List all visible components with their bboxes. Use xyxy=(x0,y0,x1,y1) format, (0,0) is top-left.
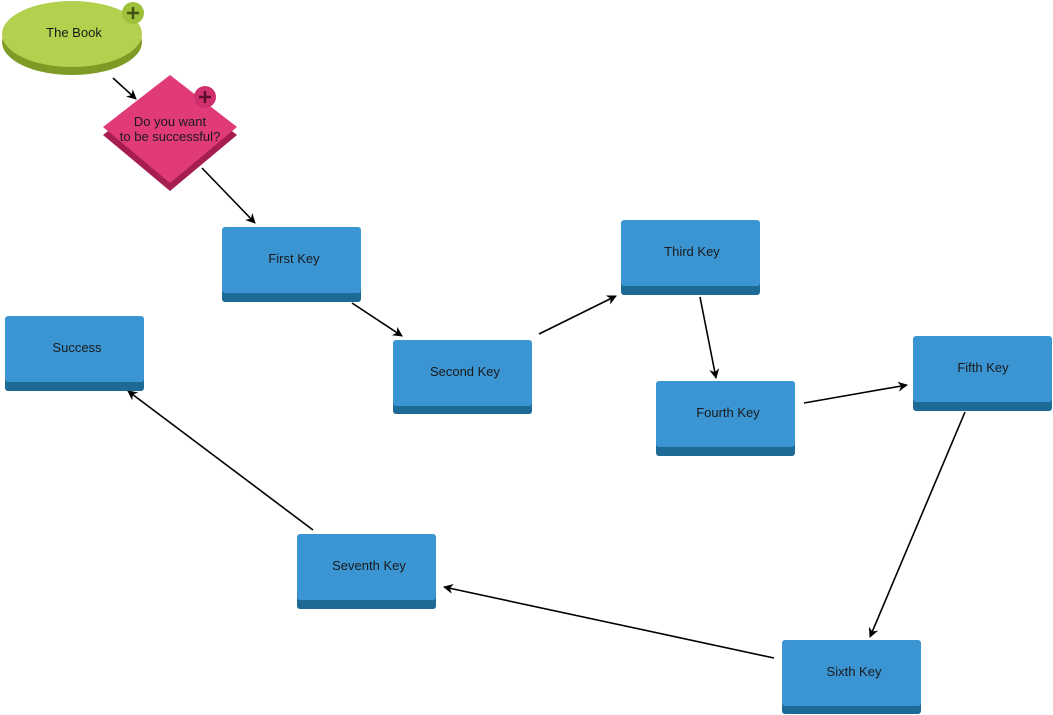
connector-fourth-to-fifth-key xyxy=(803,381,908,404)
connector-seventh-to-success xyxy=(127,390,314,531)
decision-node-label-line-1: Do you want xyxy=(134,114,207,129)
step-label: Success xyxy=(52,340,102,355)
step-label: First Key xyxy=(268,251,320,266)
step-label: Fourth Key xyxy=(696,405,760,420)
connector-sixth-to-seventh-key xyxy=(443,584,775,659)
decision-node[interactable]: Do you want to be successful? xyxy=(103,75,237,191)
step-label: Seventh Key xyxy=(332,558,406,573)
plus-icon[interactable] xyxy=(122,2,144,24)
step-fourth-key[interactable]: Fourth Key xyxy=(656,381,795,456)
start-node-label: The Book xyxy=(46,25,102,40)
step-sixth-key[interactable]: Sixth Key xyxy=(782,640,921,714)
connector-fifth-to-sixth-key xyxy=(868,411,966,638)
connector-second-to-third-key xyxy=(538,295,617,335)
connector-first-to-second-key xyxy=(351,302,403,337)
connector-decision-to-first-key xyxy=(201,167,256,224)
step-first-key[interactable]: First Key xyxy=(222,227,361,302)
step-third-key[interactable]: Third Key xyxy=(621,220,760,295)
connectors xyxy=(112,77,966,659)
step-label: Third Key xyxy=(664,244,720,259)
connector-book-to-decision xyxy=(112,77,137,100)
step-success[interactable]: Success xyxy=(5,316,144,391)
plus-icon[interactable] xyxy=(194,86,216,108)
step-label: Sixth Key xyxy=(827,664,882,679)
step-seventh-key[interactable]: Seventh Key xyxy=(297,534,436,609)
step-second-key[interactable]: Second Key xyxy=(393,340,532,414)
start-node[interactable]: The Book xyxy=(2,1,144,75)
step-fifth-key[interactable]: Fifth Key xyxy=(913,336,1052,411)
step-label: Fifth Key xyxy=(957,360,1009,375)
step-label: Second Key xyxy=(430,364,501,379)
connector-third-to-fourth-key xyxy=(699,296,720,379)
decision-node-label-line-2: to be successful? xyxy=(120,129,220,144)
